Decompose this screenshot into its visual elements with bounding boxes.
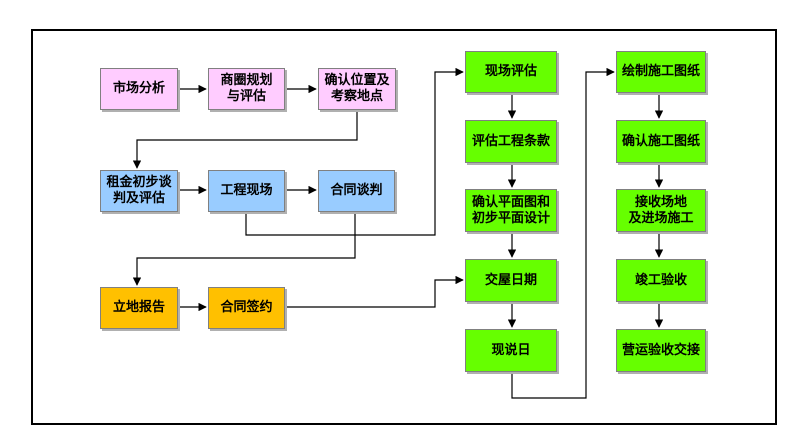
arrow-siteday-to-drawings	[511, 67, 615, 399]
arrow-site-to-assessment	[245, 67, 464, 236]
node-confirm-location: 确认位置及 考察地点	[318, 68, 396, 110]
node-trade-area-planning: 商圈规划 与评估	[208, 68, 285, 110]
node-floor-plan: 确认平面图和 初步平面设计	[465, 189, 557, 232]
arrow-signing-to-handover	[285, 275, 464, 308]
node-site-engineering: 工程现场	[208, 170, 285, 212]
node-site-assessment: 现场评估	[465, 51, 557, 93]
node-site-report: 立地报告	[100, 287, 178, 329]
arrow-contract-neg-to-report	[132, 212, 356, 286]
node-contract-negotiation: 合同谈判	[318, 170, 395, 212]
node-market-analysis: 市场分析	[100, 68, 178, 110]
node-confirm-drawings: 确认施工图纸	[616, 120, 706, 163]
node-rent-negotiation: 租金初步谈 判及评估	[100, 170, 178, 212]
node-construction-drawings: 绘制施工图纸	[616, 51, 706, 93]
node-operation-handover: 营运验收交接	[616, 329, 706, 372]
node-assess-terms: 评估工程条款	[465, 120, 557, 163]
node-site-day: 现说日	[465, 329, 557, 372]
node-receive-site: 接收场地 及进场施工	[616, 189, 706, 232]
diagram-frame	[31, 29, 777, 425]
node-contract-signing: 合同签约	[208, 287, 285, 329]
arrow-location-to-rent	[132, 110, 358, 169]
node-completion-acceptance: 竣工验收	[616, 259, 706, 302]
node-handover-date: 交屋日期	[465, 259, 557, 302]
